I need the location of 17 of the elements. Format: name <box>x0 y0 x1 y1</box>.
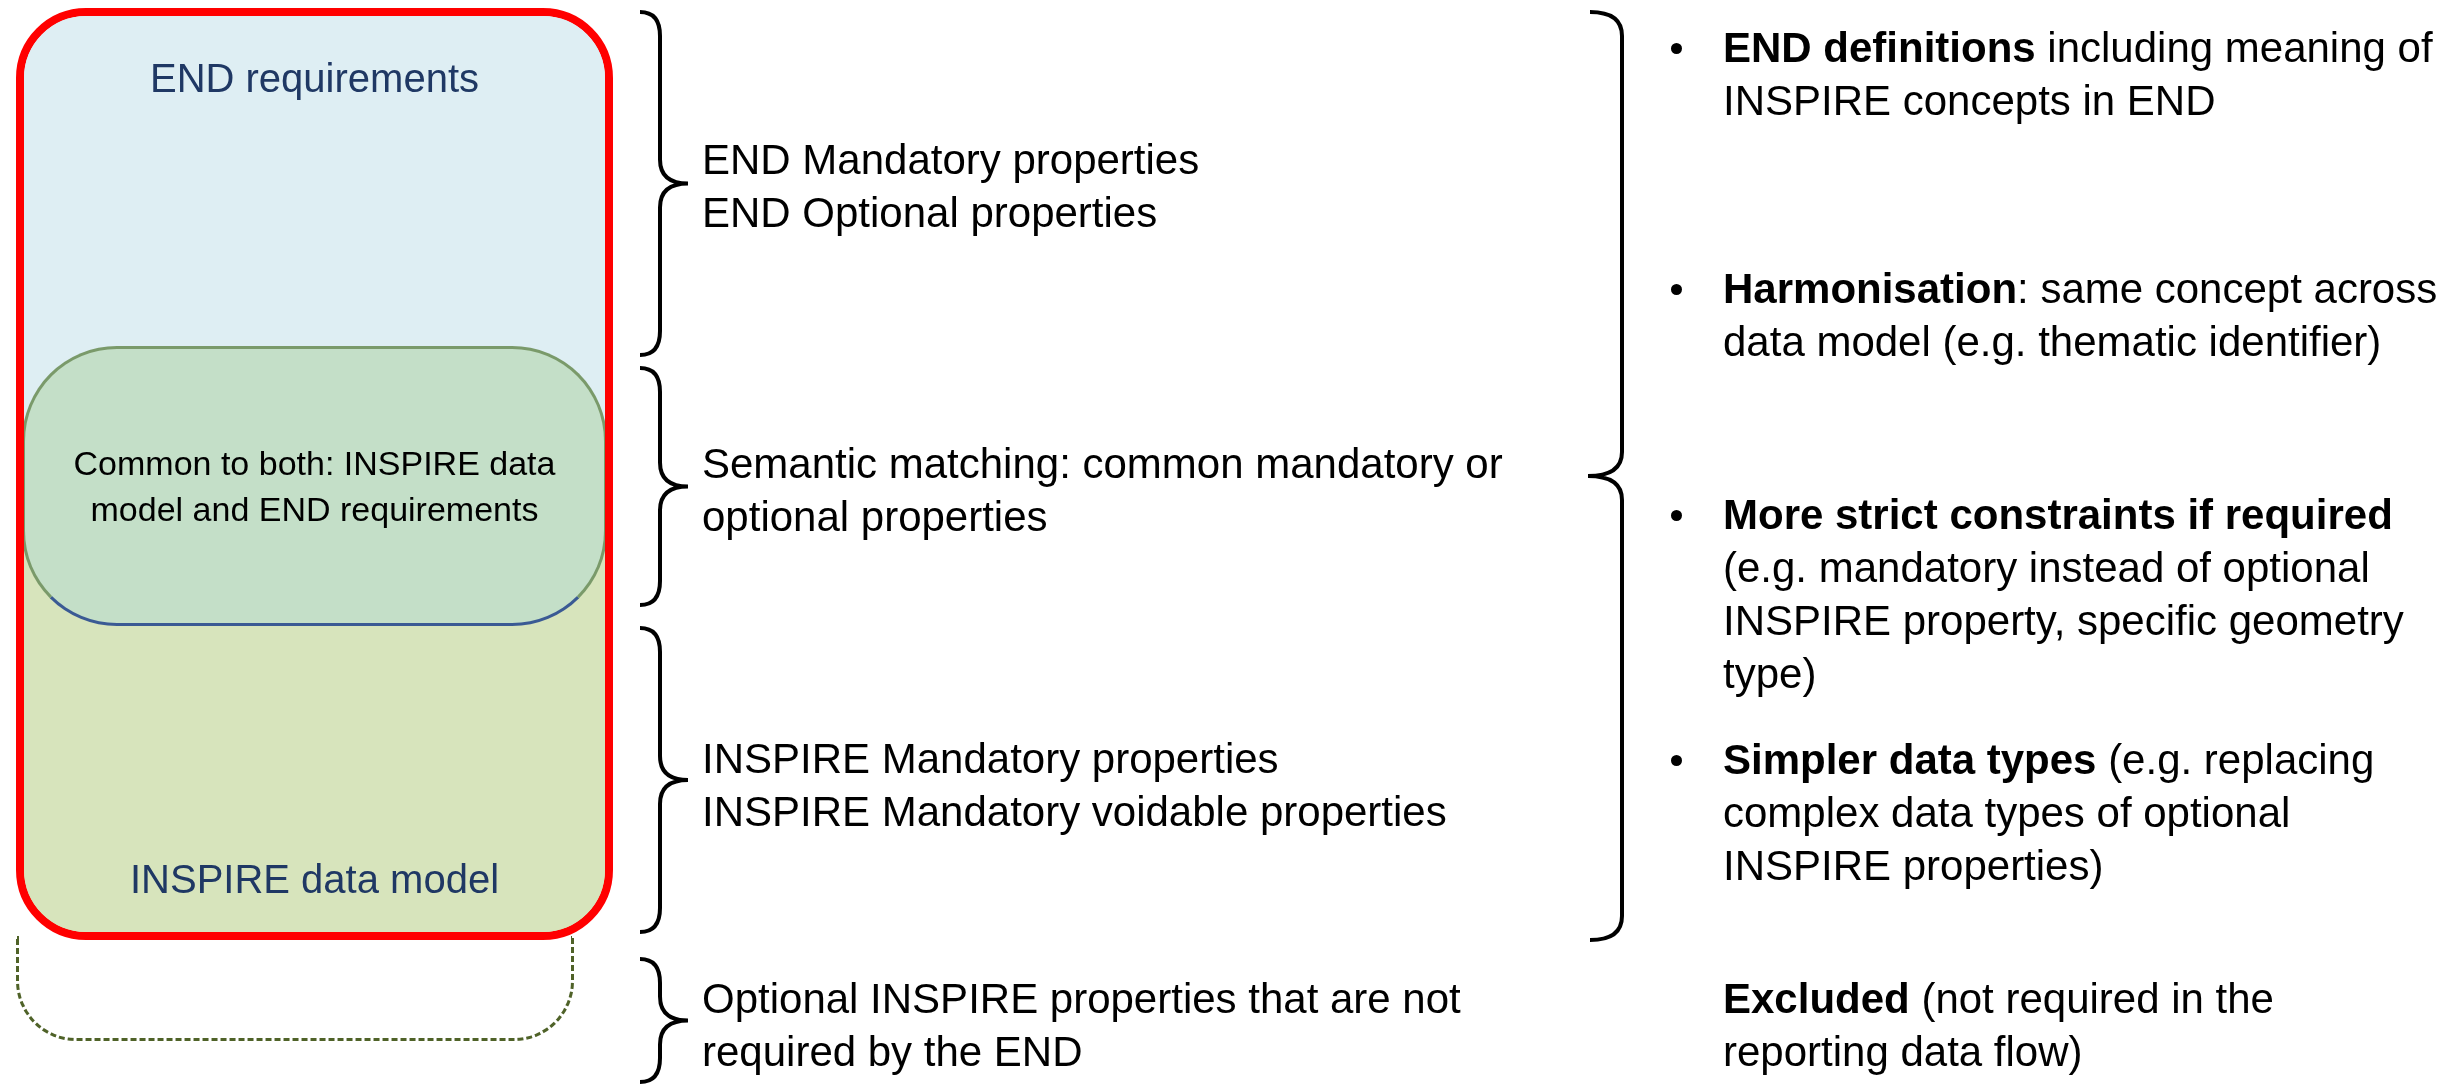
region-label: END requirements <box>150 56 479 101</box>
overlap-region <box>24 346 605 626</box>
description-text: INSPIRE Mandatory voidable properties <box>702 787 1448 837</box>
region-label: INSPIRE data model <box>129 857 500 902</box>
description-text: Excluded (not required in the reporting data flow) <box>1723 974 2275 1077</box>
description-text: INSPIRE Mandatory properties <box>702 734 1280 784</box>
bullet-text: Harmonisation: same concept across data model (e.g. thematic identifier) <box>1723 265 2438 365</box>
bullet-text: More strict constraints if required (e.g. mandatory instead of optional INSPIRE property, specific geometry type) <box>1723 491 2404 697</box>
outline-frame <box>16 8 613 940</box>
bullet-text: Simpler data types (e.g. replacing complex data types of optional INSPIRE properties) <box>1723 736 2375 889</box>
region-label: Common to both: INSPIRE data model and END requirements <box>72 443 557 530</box>
description-text: END Mandatory properties <box>702 135 1201 185</box>
excluded-region <box>16 936 574 1041</box>
bullet-text: END definitions including meaning of INSPIRE concepts in END <box>1723 24 2433 124</box>
description-text: Semantic matching: common mandatory or optional properties <box>702 439 1504 542</box>
description-text: END Optional properties <box>702 188 1159 238</box>
description-text: Optional INSPIRE properties that are not required by the END <box>702 974 1462 1077</box>
